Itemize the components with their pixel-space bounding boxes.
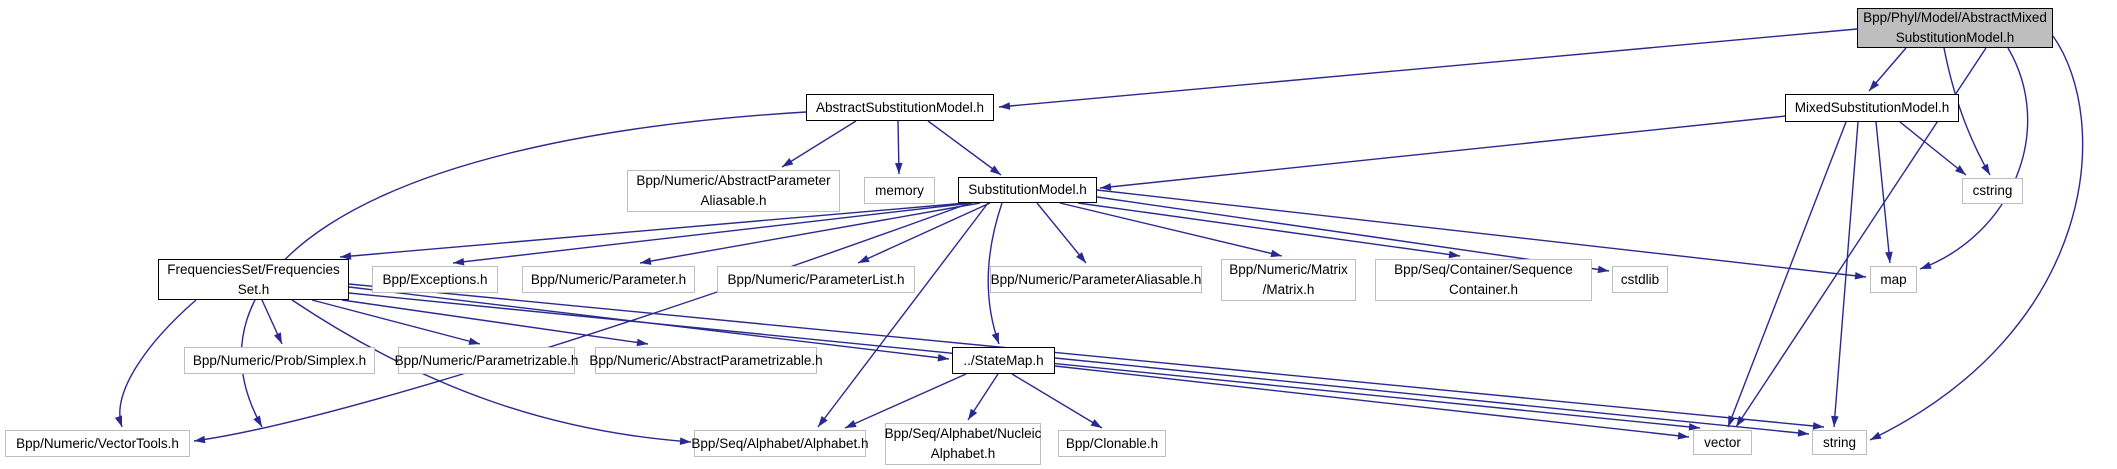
node-cstdlib: cstdlib xyxy=(1612,266,1668,293)
node-abstract-substitution-model[interactable]: AbstractSubstitutionModel.h xyxy=(806,94,994,121)
node-frequencies-set[interactable]: FrequenciesSet/Frequencies Set.h xyxy=(158,259,349,300)
node-map: map xyxy=(1870,266,1917,293)
node-state-map[interactable]: ../StateMap.h xyxy=(952,347,1055,374)
node-parameter-list: Bpp/Numeric/ParameterList.h xyxy=(717,266,915,293)
node-vector-tools: Bpp/Numeric/VectorTools.h xyxy=(5,430,190,457)
node-parametrizable: Bpp/Numeric/Parametrizable.h xyxy=(395,347,578,374)
node-mixed-substitution-model[interactable]: MixedSubstitutionModel.h xyxy=(1785,94,1959,122)
node-nucleic-alphabet: Bpp/Seq/Alphabet/Nucleic Alphabet.h xyxy=(885,423,1041,465)
node-cstring: cstring xyxy=(1962,178,2023,204)
node-clonable: Bpp/Clonable.h xyxy=(1058,430,1166,457)
node-abstract-parameter-aliasable: Bpp/Numeric/AbstractParameter Aliasable.… xyxy=(627,170,840,212)
node-parameter-aliasable: Bpp/Numeric/ParameterAliasable.h xyxy=(990,266,1202,293)
node-string: string xyxy=(1812,430,1867,455)
node-vector: vector xyxy=(1693,430,1752,455)
node-substitution-model[interactable]: SubstitutionModel.h xyxy=(958,177,1097,203)
node-alphabet: Bpp/Seq/Alphabet/Alphabet.h xyxy=(691,430,869,457)
node-abstract-parametrizable: Bpp/Numeric/AbstractParametrizable.h xyxy=(589,347,823,374)
node-matrix: Bpp/Numeric/Matrix /Matrix.h xyxy=(1221,259,1356,301)
node-sequence-container: Bpp/Seq/Container/Sequence Container.h xyxy=(1375,259,1592,301)
node-exceptions: Bpp/Exceptions.h xyxy=(372,266,498,293)
node-abstract-mixed-substitution-model: Bpp/Phyl/Model/AbstractMixed Substitutio… xyxy=(1857,8,2053,48)
node-parameter: Bpp/Numeric/Parameter.h xyxy=(522,266,695,293)
node-simplex: Bpp/Numeric/Prob/Simplex.h xyxy=(184,347,375,374)
node-memory: memory xyxy=(864,177,935,204)
